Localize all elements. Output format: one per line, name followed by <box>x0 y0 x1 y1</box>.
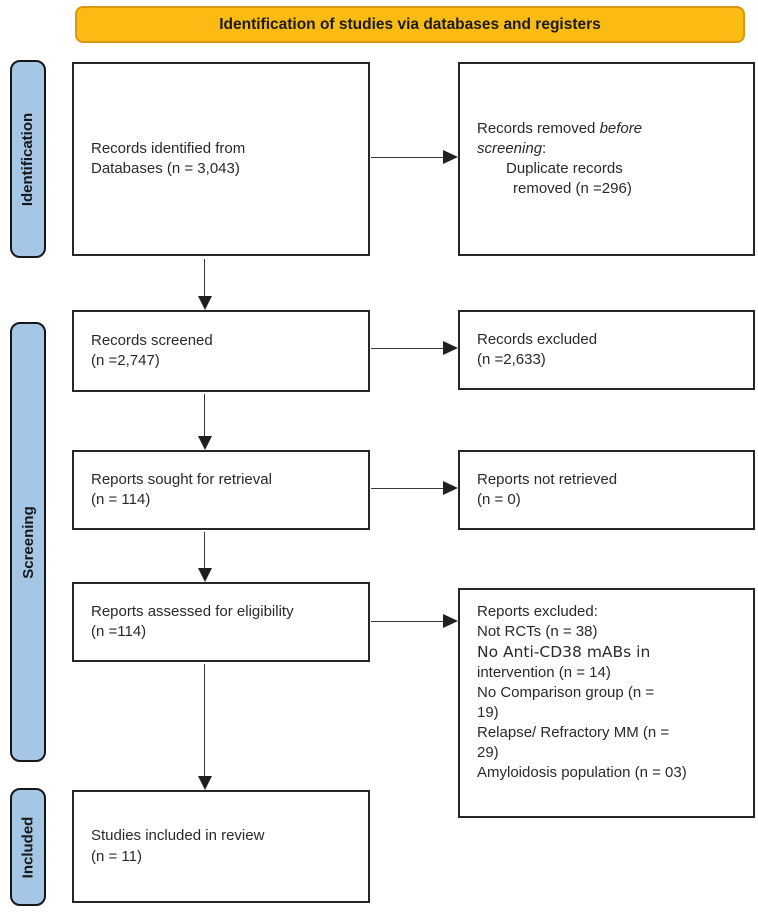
box-records-removed: Records removed before screening: Duplic… <box>458 62 755 256</box>
box-reports-sought: Reports sought for retrieval (n = 114) <box>72 450 370 530</box>
arrow-identified-to-removed-head-icon <box>443 150 458 164</box>
reports-excluded-item-relapse-refractory: Relapse/ Refractory MM (n = 29) <box>477 724 670 762</box>
box-reports-excluded: Reports excluded: Not RCTs (n = 38) No A… <box>458 588 755 818</box>
arrow-identified-to-screened-line <box>204 259 205 296</box>
reports-excluded-title: Reports excluded: <box>477 603 598 620</box>
records-removed-duplicates-line1: Duplicate records <box>506 160 623 177</box>
reports-assessed-text: Reports assessed for eligibility (n =114… <box>91 602 294 640</box>
arrow-sought-to-not-retrieved-head-icon <box>443 481 458 495</box>
reports-sought-text: Reports sought for retrieval (n = 114) <box>91 470 272 508</box>
arrow-screened-to-excluded-head-icon <box>443 341 458 355</box>
reports-excluded-item-amyloidosis: Amyloidosis population (n = 03) <box>477 764 687 782</box>
records-identified-text: Records identified from Databases (n = 3… <box>91 139 246 177</box>
studies-included-text: Studies included in review (n = 11) <box>91 827 265 865</box>
stage-identification-label: Identification <box>19 112 37 206</box>
stage-included-label: Included <box>19 816 37 878</box>
records-removed-text: Records removed before screening: <box>477 119 643 157</box>
arrow-assessed-to-excluded-line <box>371 621 445 622</box>
reports-excluded-item-no-anti-cd38: No Anti-CD38 mABs in <box>477 643 651 662</box>
box-studies-included: Studies included in review (n = 11) <box>72 790 370 903</box>
records-removed-duplicates-line2: removed (n =296) <box>513 180 632 198</box>
arrow-assessed-to-excluded-head-icon <box>443 614 458 628</box>
banner: Identification of studies via databases … <box>75 6 745 43</box>
records-excluded-text: Records excluded (n =2,633) <box>477 330 598 368</box>
stage-identification: Identification <box>10 60 46 258</box>
banner-title: Identification of studies via databases … <box>219 15 601 33</box>
stage-screening: Screening <box>10 322 46 762</box>
reports-excluded-item-no-comparison: No Comparison group (n = 19) <box>477 684 655 722</box>
arrow-identified-to-removed-line <box>371 157 445 158</box>
reports-not-retrieved-text: Reports not retrieved (n = 0) <box>477 470 618 508</box>
arrow-screened-to-excluded-line <box>371 348 445 349</box>
arrow-screened-to-sought-head-icon <box>198 436 212 450</box>
stage-screening-label: Screening <box>19 505 37 579</box>
arrow-sought-to-not-retrieved-line <box>371 488 445 489</box>
arrow-screened-to-sought-line <box>204 394 205 436</box>
box-reports-not-retrieved: Reports not retrieved (n = 0) <box>458 450 755 530</box>
records-screened-text: Records screened (n =2,747) <box>91 331 213 369</box>
reports-excluded-item-not-rcts: Not RCTs (n = 38) <box>477 623 598 641</box>
arrow-sought-to-assessed-head-icon <box>198 568 212 582</box>
arrow-assessed-to-included-head-icon <box>198 776 212 790</box>
arrow-identified-to-screened-head-icon <box>198 296 212 310</box>
arrow-assessed-to-included-line <box>204 664 205 776</box>
stage-included: Included <box>10 788 46 906</box>
arrow-sought-to-assessed-line <box>204 532 205 568</box>
reports-excluded-item-intervention: intervention (n = 14) <box>477 663 611 681</box>
box-reports-assessed: Reports assessed for eligibility (n =114… <box>72 582 370 662</box>
box-records-identified: Records identified from Databases (n = 3… <box>72 62 370 256</box>
box-records-screened: Records screened (n =2,747) <box>72 310 370 392</box>
box-records-excluded: Records excluded (n =2,633) <box>458 310 755 390</box>
